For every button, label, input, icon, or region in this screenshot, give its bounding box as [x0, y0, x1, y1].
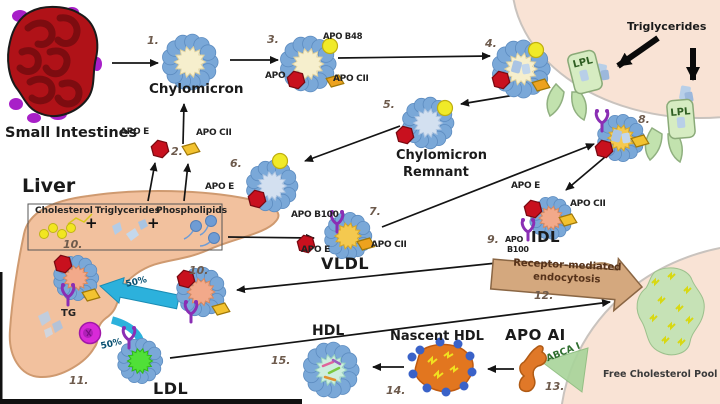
step-13: 13.: [545, 380, 565, 393]
step-2: 2.: [171, 145, 183, 158]
label-free-cholesterol-pool: Free Cholesterol Pool: [603, 369, 718, 380]
label-chylomicron: Chylomicron: [149, 81, 244, 97]
label-vldl: VLDL: [321, 254, 370, 273]
label-apo-cii-idl: APO CII: [570, 199, 606, 209]
label-apo-e-vldl: APO E: [301, 245, 330, 255]
hdl-particle: [303, 341, 360, 399]
vldl-particle: [296, 210, 376, 260]
adipose-cell: [512, 0, 720, 119]
small-intestines-shape: [7, 6, 102, 123]
step-1: 1.: [147, 34, 159, 47]
triglyceride-arrows: [616, 35, 700, 81]
label-apo-b100-idl-2: B100: [507, 245, 529, 254]
free-apolipoproteins: [150, 139, 201, 159]
label-plus-2: +: [147, 214, 160, 232]
liver-tg-bits: [38, 311, 63, 338]
endocytosis-arrow: [489, 256, 644, 313]
arrow-apos-to-chylomicron: [179, 103, 188, 145]
edge-bar-left: [0, 272, 3, 404]
label-apo-p3: APO: [265, 71, 286, 81]
label-apo-cii-free: APO CII: [196, 128, 232, 138]
vldl-at-lpl-particle: [594, 109, 650, 162]
remnant-at-liver-particle: [246, 152, 299, 213]
label-apo-b100-vldl: APO B100: [291, 210, 339, 220]
label-idl: IDL: [531, 228, 561, 246]
arrow-idl-to-liver: [236, 260, 517, 294]
label-apo-b100-idl-1: APO: [505, 235, 523, 244]
label-plus-1: +: [85, 214, 98, 232]
step-3: 3.: [267, 33, 279, 46]
arrow-5-to-6: [304, 125, 401, 162]
label-chylomicron-remnant-1: Chylomicron: [396, 148, 487, 163]
ldl-particle: [117, 326, 164, 385]
label-small-intestines: Small Intestines: [5, 125, 138, 141]
step-6: 6.: [230, 157, 242, 170]
chylomicron-at-lpl-particle: [491, 39, 551, 99]
label-apo-ai: APO AI: [505, 326, 566, 344]
step-7: 7.: [369, 205, 381, 218]
arrow-liver-to-apoe: [147, 162, 158, 202]
label-apo-e-p6: APO E: [205, 182, 234, 192]
label-nascent-hdl: Nascent HDL: [390, 329, 484, 344]
idl-particle: [520, 196, 578, 242]
edge-bar-bottom: [0, 399, 302, 404]
label-hdl: HDL: [312, 323, 345, 339]
arrow-liver-to-apocii: [183, 163, 192, 202]
step-11: 11.: [69, 374, 89, 387]
step-10-liver: 10.: [63, 238, 83, 251]
arrow-3-to-4: [337, 52, 491, 61]
idl-to-liver-particle: [176, 266, 231, 324]
arrow-vldl-to-8: [381, 143, 595, 228]
chylomicron-particle: [162, 33, 219, 91]
label-apo-e-free: APO E: [120, 127, 149, 137]
label-ldl: LDL: [153, 379, 189, 398]
apo-ai-protein: [518, 345, 547, 393]
label-phospholipids: Phospholipids: [156, 206, 228, 216]
step-14: 14.: [386, 384, 406, 397]
label-apo-cii-vldl: APO CII: [371, 240, 407, 250]
abca1-transporter: [540, 347, 589, 393]
hepatic-lipase: [78, 321, 102, 345]
label-triglycerides-box: Triglycerides: [95, 206, 160, 216]
label-apo-b48: APO B48: [323, 32, 363, 42]
label-lpl-2: LPL: [669, 106, 691, 119]
lpl-enzyme-1: [546, 49, 603, 122]
label-tg: TG: [61, 308, 77, 319]
label-cholesterol: Cholesterol: [35, 206, 93, 216]
step-5: 5.: [383, 98, 395, 111]
idl-in-liver-particle: [53, 254, 101, 307]
label-liver: Liver: [22, 175, 76, 197]
step-4: 4.: [485, 37, 497, 50]
label-apo-cii-p3: APO CII: [333, 74, 369, 84]
label-chylomicron-remnant-2: Remnant: [403, 165, 469, 180]
step-15: 15.: [271, 354, 291, 367]
label-apo-e-idl: APO E: [511, 181, 540, 191]
step-8: 8.: [638, 113, 650, 126]
step-10-idl: 10.: [189, 264, 209, 277]
fifty-percent-arrow-to-liver: [99, 276, 180, 310]
flow-arrows: [112, 52, 611, 373]
step-9: 9.: [487, 233, 499, 246]
lpl-enzyme-2: [644, 98, 696, 164]
arrow-ldl-to-cell: [169, 299, 611, 359]
liver-synthesis-box: [27, 203, 223, 251]
chylomicron-remnant-particle: [395, 96, 455, 150]
nascent-hdl-particle: [407, 337, 477, 397]
arrow-8-to-idl: [565, 156, 606, 191]
step-12: 12.: [534, 289, 554, 302]
label-triglycerides-cell: Triglycerides: [627, 20, 707, 33]
arrow-liver-to-vldl: [227, 233, 315, 242]
chylomicron-apo-particle: [280, 35, 345, 93]
free-cholesterol-pool-blob: [636, 267, 705, 356]
